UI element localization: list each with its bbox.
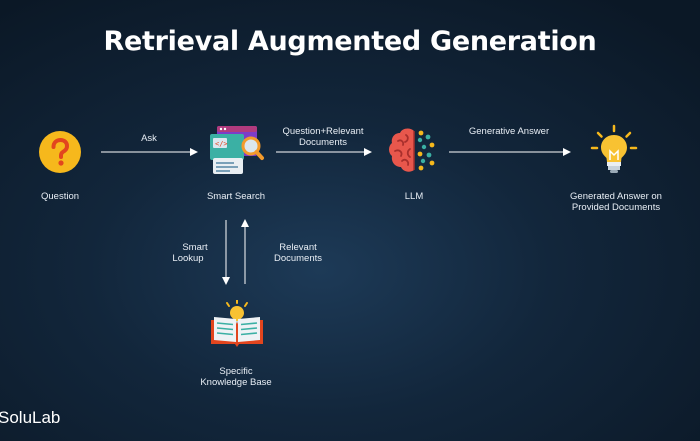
kb-label-line2: Knowledge Base — [200, 377, 272, 388]
brand-logo-text: SoluLab — [0, 408, 61, 427]
answer-label-line1: Generated Answer on — [570, 191, 662, 202]
edge-label-smart-lookup: Smart Lookup — [160, 242, 216, 264]
edge-label-ask: Ask — [141, 133, 157, 144]
node-label-generated-answer: Generated Answer on Provided Documents — [548, 191, 684, 213]
book-icon — [211, 300, 263, 347]
svg-text:</>: </> — [215, 140, 228, 148]
qrd-label-line2: Documents — [298, 137, 348, 148]
kb-label-line1: Specific — [219, 366, 253, 377]
answer-label-line2: Provided Documents — [571, 202, 661, 213]
node-label-knowledge-base: Specific Knowledge Base — [186, 366, 286, 388]
question-icon — [39, 131, 81, 173]
lookup-label-line1: Smart — [182, 242, 208, 253]
lookup-label-line2: Lookup — [172, 253, 204, 264]
edge-label-relevant-documents: Relevant Documents — [262, 242, 334, 264]
node-label-llm: LLM — [404, 191, 424, 202]
brain-icon — [389, 128, 435, 172]
edge-label-question-relevant: Question+Relevant Documents — [268, 126, 378, 148]
search-icon: </> — [210, 126, 264, 174]
node-label-question: Question — [40, 191, 80, 202]
edge-label-generative-answer: Generative Answer — [468, 126, 550, 137]
node-label-smart-search: Smart Search — [206, 191, 266, 202]
relevant-label-line1: Relevant — [279, 242, 317, 253]
relevant-label-line2: Documents — [273, 253, 323, 264]
lightbulb-icon — [590, 124, 638, 173]
qrd-label-line1: Question+Relevant — [282, 126, 364, 137]
page-title: Retrieval Augmented Generation — [103, 26, 597, 57]
